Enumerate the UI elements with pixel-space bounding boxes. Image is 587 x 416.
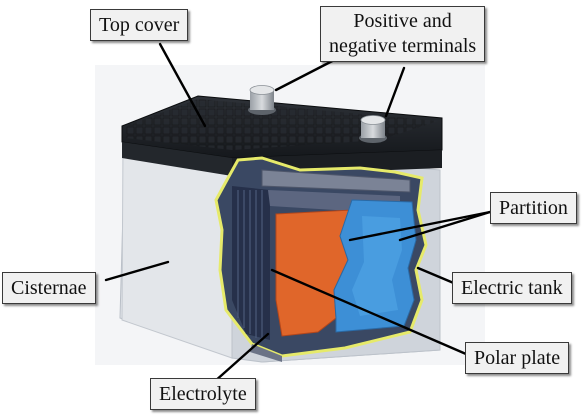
leader-partition-1 xyxy=(348,210,492,242)
label-partition-text: Partition xyxy=(499,197,568,219)
label-terminals-line1: Positive and xyxy=(353,10,452,32)
leader-polar-plate xyxy=(270,268,468,356)
negative-terminal xyxy=(248,85,276,115)
label-partition: Partition xyxy=(490,192,577,224)
leader-terminal-positive xyxy=(384,66,406,118)
label-top-cover: Top cover xyxy=(90,9,189,41)
label-top-cover-text: Top cover xyxy=(99,14,180,36)
leader-top-cover xyxy=(158,42,207,128)
label-cisternae-text: Cisternae xyxy=(11,277,87,299)
leader-cisternae xyxy=(104,260,170,282)
label-electrolyte-text: Electrolyte xyxy=(159,383,247,405)
battery-foot xyxy=(250,344,282,362)
plate-straps xyxy=(261,169,411,193)
plate-stack xyxy=(232,186,270,340)
label-electrolyte: Electrolyte xyxy=(150,378,256,410)
label-polar-plate: Polar plate xyxy=(465,342,570,374)
label-cisternae: Cisternae xyxy=(2,272,96,304)
leader-partition-2 xyxy=(398,210,492,242)
plate-lines xyxy=(237,190,263,340)
partition-highlight xyxy=(352,216,402,316)
positive-terminal xyxy=(359,115,387,143)
top-cover-front-lip xyxy=(122,142,232,176)
tank-front-face xyxy=(121,141,233,359)
label-terminals-line2: negative terminals xyxy=(329,35,477,57)
label-electric-tank-text: Electric tank xyxy=(461,277,563,299)
label-polar-plate-text: Polar plate xyxy=(474,347,561,369)
leader-electric-tank xyxy=(416,266,458,286)
leader-electrolyte xyxy=(212,332,270,384)
label-electric-tank: Electric tank xyxy=(452,272,572,304)
label-terminals: Positive and negative terminals xyxy=(320,6,486,62)
